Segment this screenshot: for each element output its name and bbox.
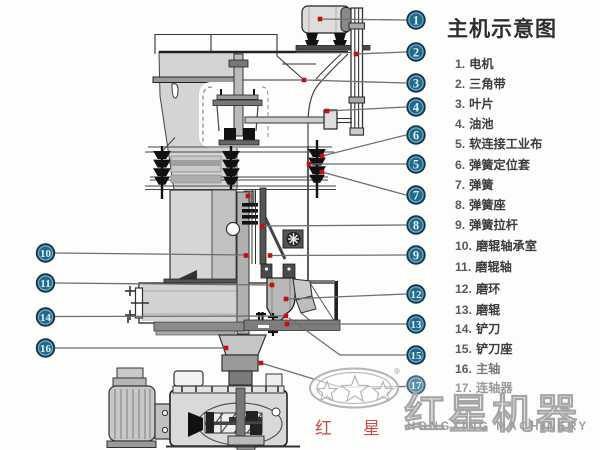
svg-text:6: 6 xyxy=(413,128,419,142)
svg-text:1: 1 xyxy=(413,13,419,27)
svg-text:16: 16 xyxy=(40,343,52,355)
svg-text:17: 17 xyxy=(411,380,423,392)
svg-text:10: 10 xyxy=(40,248,52,260)
svg-text:7: 7 xyxy=(413,188,419,202)
svg-text:12: 12 xyxy=(411,289,423,301)
svg-text:2: 2 xyxy=(413,45,419,59)
svg-text:8: 8 xyxy=(413,218,419,232)
svg-text:11: 11 xyxy=(40,278,50,290)
svg-text:4: 4 xyxy=(413,100,420,114)
svg-text:13: 13 xyxy=(411,319,423,331)
svg-text:5: 5 xyxy=(413,157,419,171)
svg-text:9: 9 xyxy=(413,248,419,262)
svg-text:3: 3 xyxy=(413,76,419,90)
svg-text:®: ® xyxy=(394,367,400,376)
svg-text:15: 15 xyxy=(411,350,423,362)
svg-text:14: 14 xyxy=(40,312,52,324)
